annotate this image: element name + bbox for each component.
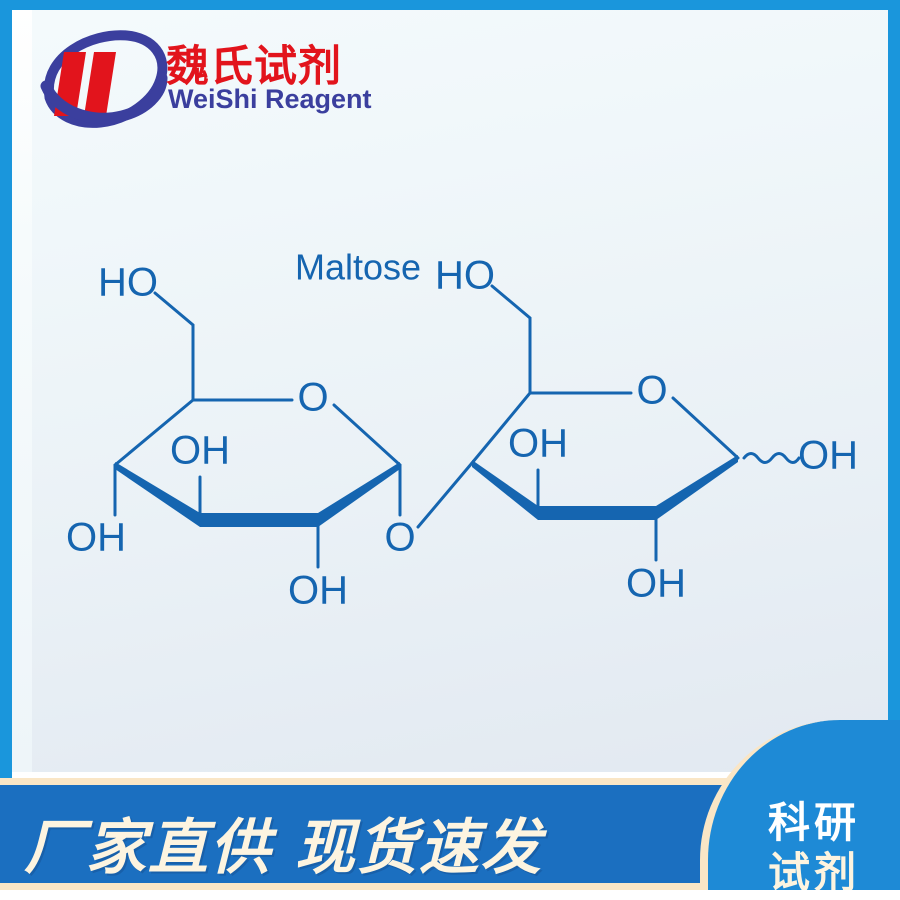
- promo-headline: 厂家直供 现货速发: [24, 813, 543, 883]
- brand-name-en: WeiShi Reagent: [168, 84, 372, 114]
- right-c2-hydroxyl-label: OH: [626, 562, 686, 606]
- structure-label: Maltose: [295, 247, 421, 288]
- left-o-c1-bond: [332, 403, 402, 467]
- chemical-structure-diagram: .bond { stroke:#1565b0; stroke-width:3.4…: [60, 215, 860, 635]
- right-c3-c2-wedge: [538, 506, 656, 520]
- brand-logo: 魏氏试剂 WeiShi Reagent: [38, 26, 378, 134]
- right-o-c1-bond: [671, 396, 740, 460]
- left-c6-hydroxyl-label: HO: [98, 261, 158, 305]
- right-c2-c1-wedge: [656, 455, 738, 520]
- left-ring-oxygen-label: O: [297, 376, 328, 420]
- glycosidic-oxygen-label: O: [384, 516, 415, 560]
- banner-bottom-spacer: [0, 890, 900, 900]
- right-c4-c3-wedge: [472, 460, 538, 520]
- left-c2-c1-wedge: [318, 462, 400, 527]
- frame-border-top: [0, 0, 900, 10]
- brand-name-cn: 魏氏试剂: [166, 42, 342, 92]
- anomeric-hydroxyl-label: OH: [798, 434, 858, 478]
- left-c4-c3-wedge: [115, 462, 200, 527]
- right-ring-oxygen-label: O: [636, 369, 667, 413]
- w-swoosh-logo-icon: [38, 30, 168, 130]
- left-c6-bond: [153, 291, 195, 402]
- right-c6-bond: [490, 284, 532, 395]
- right-c5-c4-bond: [470, 391, 532, 465]
- promo-banner: 厂家直供 现货速发 科研 试剂: [0, 720, 900, 900]
- frame-border-left: [0, 0, 12, 782]
- badge-line-2: 试剂: [768, 847, 861, 897]
- right-c6-hydroxyl-label: HO: [435, 254, 495, 298]
- left-c3-hydroxyl-label: OH: [170, 429, 230, 473]
- promo-banner-bar: 厂家直供 现货速发: [0, 778, 760, 890]
- left-c2-hydroxyl-label: OH: [288, 569, 348, 613]
- left-c5-c4-bond: [113, 398, 195, 467]
- left-c3-c2-wedge: [200, 513, 318, 527]
- frame-border-right: [888, 0, 900, 782]
- right-c3-hydroxyl-label: OH: [508, 422, 568, 466]
- badge-text-group: 科研 试剂: [768, 798, 900, 897]
- anomeric-wavy-bond: [742, 452, 801, 464]
- panel-inner-margin: [12, 10, 32, 772]
- badge-line-1: 科研: [768, 798, 861, 847]
- glycosidic-o-to-right-c4-bond: [416, 461, 474, 529]
- content-panel: [32, 10, 888, 772]
- left-c4-hydroxyl-label: OH: [66, 516, 126, 560]
